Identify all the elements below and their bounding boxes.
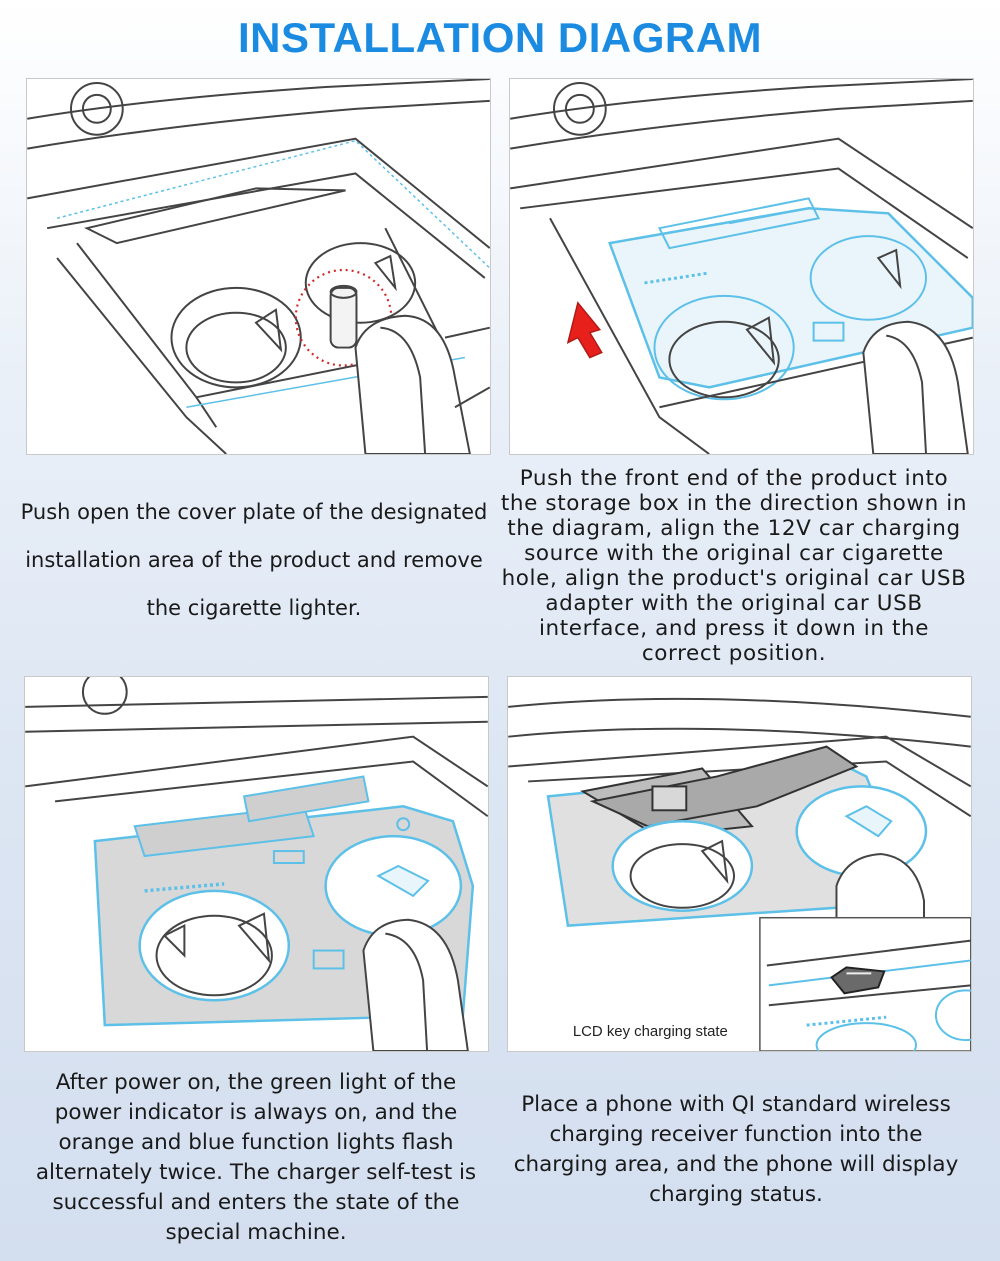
step-4-caption: Place a phone with QI standard wireless …	[513, 1092, 959, 1207]
page-title: INSTALLATION DIAGRAM	[237, 14, 763, 61]
step-1-caption: Push open the cover plate of the designa…	[20, 500, 488, 620]
step-1-illustration	[26, 78, 491, 455]
step-3-illustration	[24, 676, 489, 1052]
step-4-illustration: LCD key charging state	[507, 676, 972, 1052]
step-3-caption: After power on, the green light of the p…	[35, 1070, 477, 1245]
inset-label: LCD key charging state	[573, 1023, 728, 1040]
step-2-illustration	[509, 78, 974, 455]
step-2-caption: Push the front end of the product into t…	[500, 466, 968, 666]
